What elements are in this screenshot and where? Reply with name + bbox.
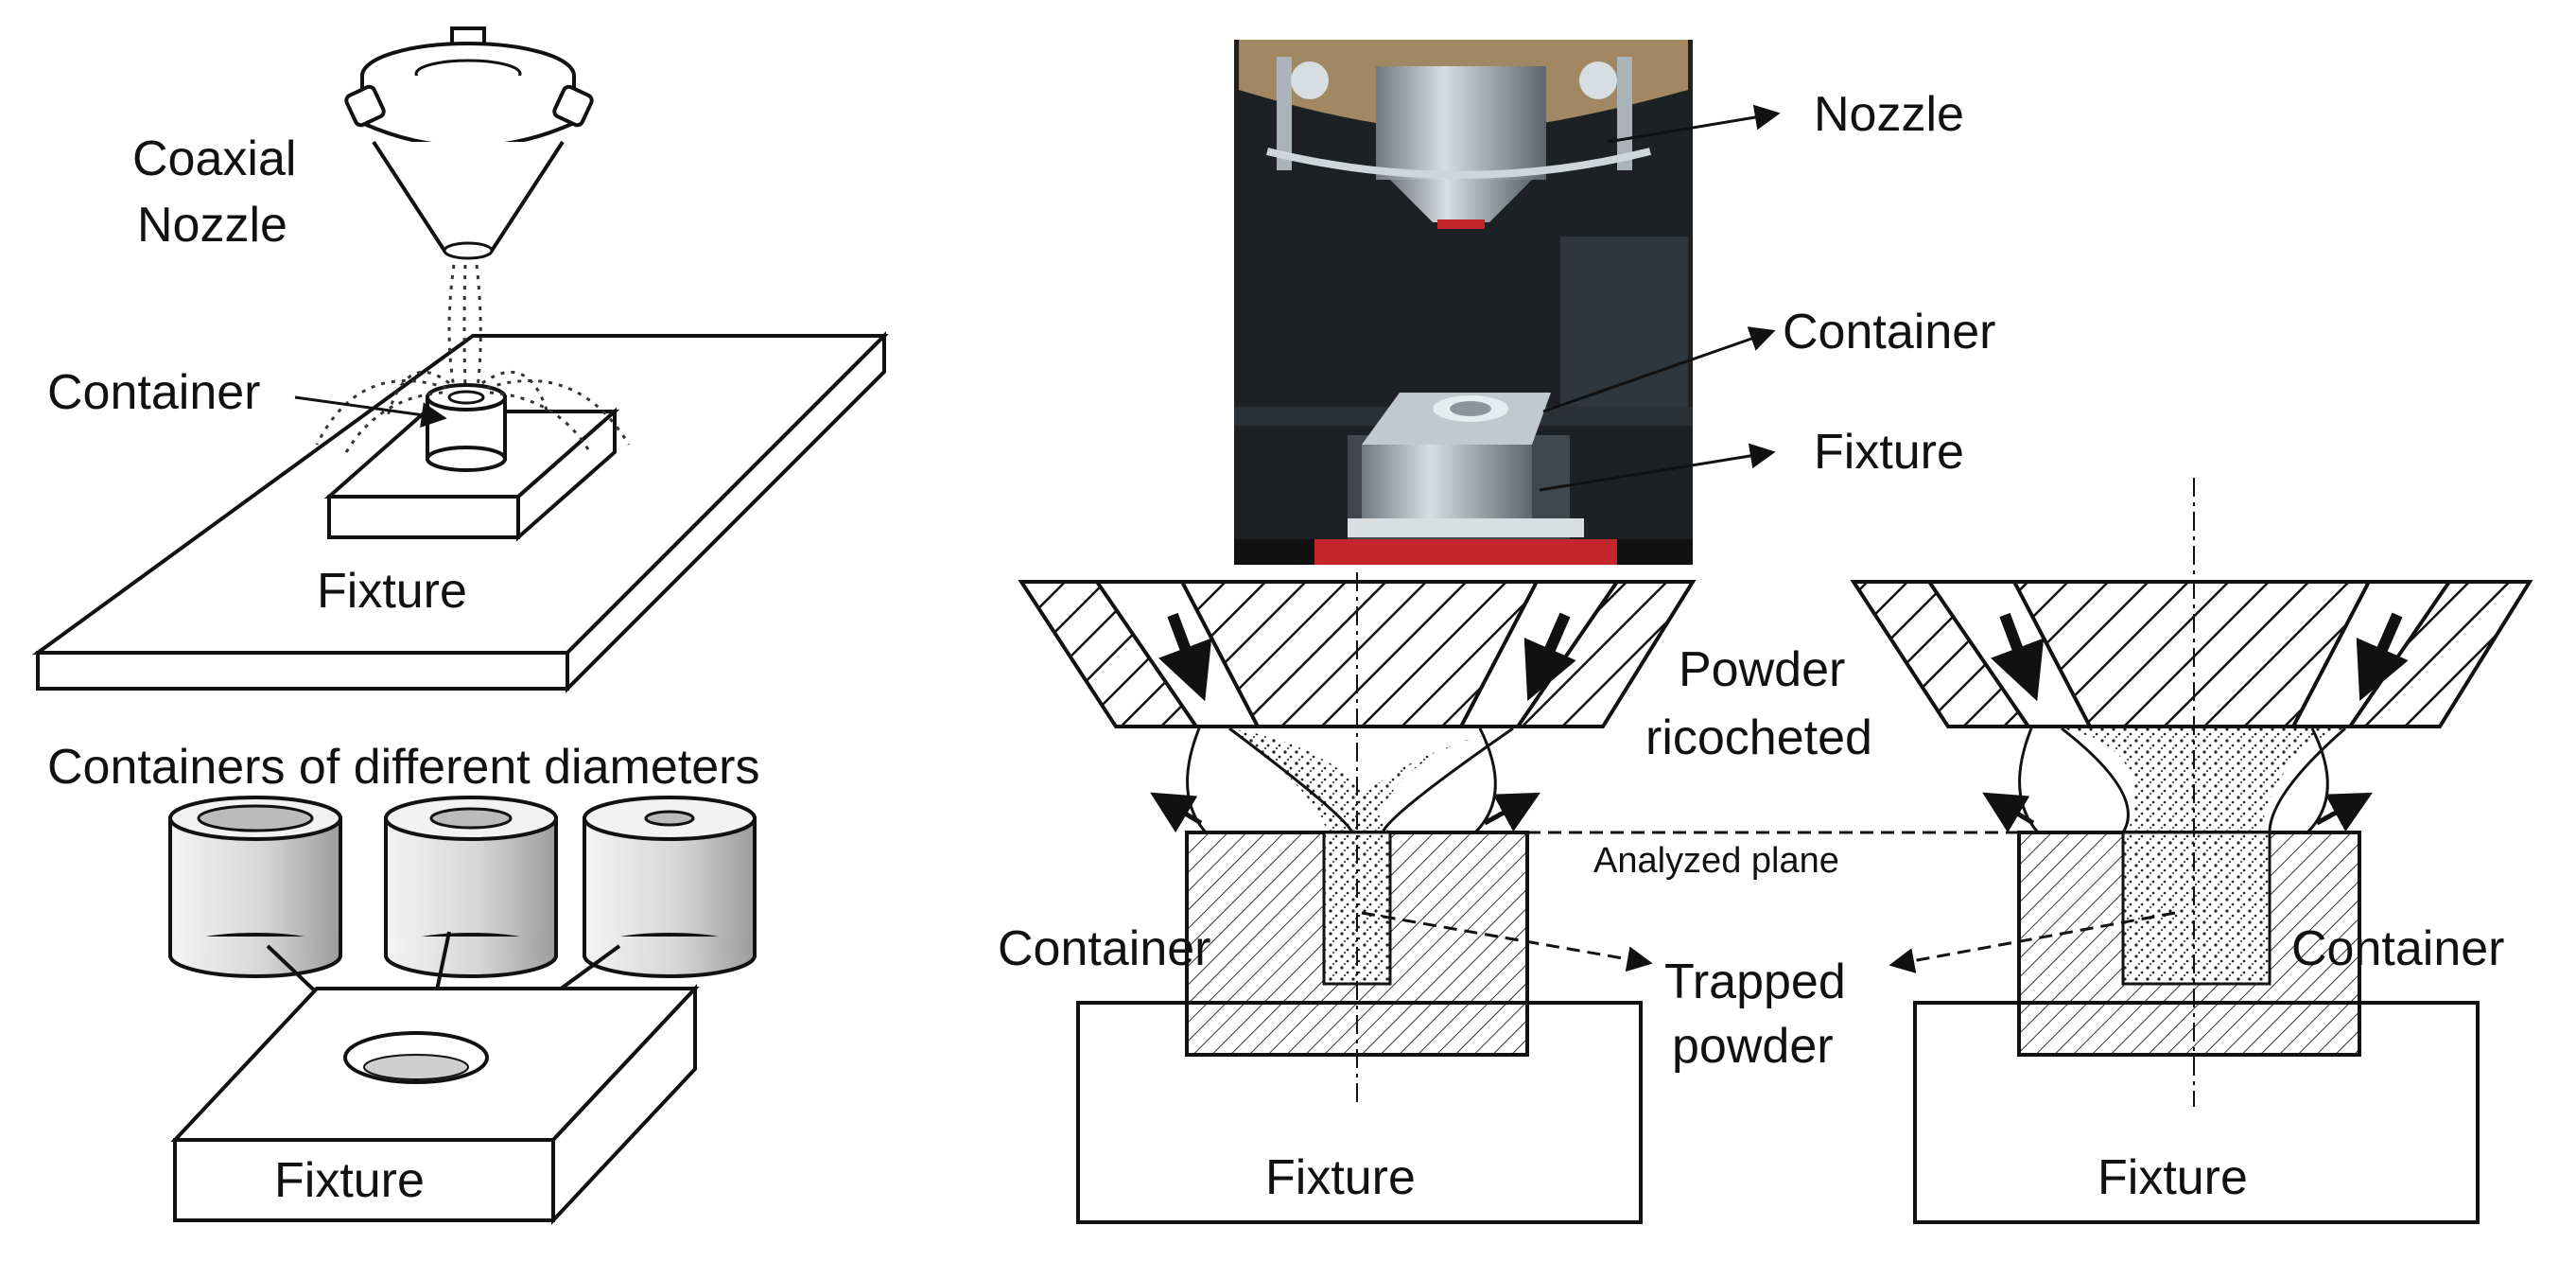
cross-section-large-bore <box>1850 478 2533 1224</box>
fixture-label-top-left: Fixture <box>317 564 467 619</box>
container-photo-leader <box>1542 326 1776 413</box>
containers-diameters-title: Containers of different diameters <box>47 740 759 795</box>
fixture-photo-label: Fixture <box>1814 425 1964 480</box>
container-cylinder-large-bore <box>168 796 342 978</box>
fixture-photo-leader <box>1539 443 1776 492</box>
fixture-label-mid-left: Fixture <box>1265 1150 1416 1205</box>
powder-spray <box>315 264 631 455</box>
fixture-label-bottom-left: Fixture <box>274 1153 425 1208</box>
fixture-block-bottom <box>170 983 700 1226</box>
container-label-mid-right: Container <box>2291 921 2504 976</box>
fixture-label-mid-right: Fixture <box>2097 1150 2248 1205</box>
coaxial-nozzle-icon <box>344 26 594 260</box>
trapped-arrow-left <box>1361 911 1653 972</box>
trapped-arrow-right <box>1888 911 2176 973</box>
small-container-cylinder <box>426 383 507 472</box>
setup-photo <box>1234 40 1693 565</box>
analyzed-plane-label: Analyzed plane <box>1593 841 1839 881</box>
nozzle-label-line2: Nozzle <box>137 198 287 253</box>
powder-label-line2: powder <box>1672 1019 1834 1074</box>
coaxial-label-line1: Coaxial <box>132 131 296 186</box>
top-left-setup-diagram: Coaxial Nozzle Container Fixture <box>31 26 889 693</box>
powder-label-line1: Powder <box>1679 642 1845 697</box>
container-cylinder-medium-bore <box>384 796 558 978</box>
container-label-top-left: Container <box>47 365 260 420</box>
cross-section-small-bore <box>1018 572 1697 1224</box>
trapped-label-line1: Trapped <box>1664 955 1846 1009</box>
container-leader-line <box>294 395 447 429</box>
nozzle-photo-leader <box>1607 104 1781 144</box>
nozzle-photo-label: Nozzle <box>1814 87 1964 142</box>
container-cylinder-small-bore <box>583 796 757 978</box>
container-photo-label: Container <box>1783 305 1995 359</box>
container-label-mid-left: Container <box>998 921 1210 976</box>
ricocheted-label-line2: ricocheted <box>1645 710 1872 765</box>
bottom-left-containers-diagram: Containers of different diameters <box>47 740 759 1226</box>
